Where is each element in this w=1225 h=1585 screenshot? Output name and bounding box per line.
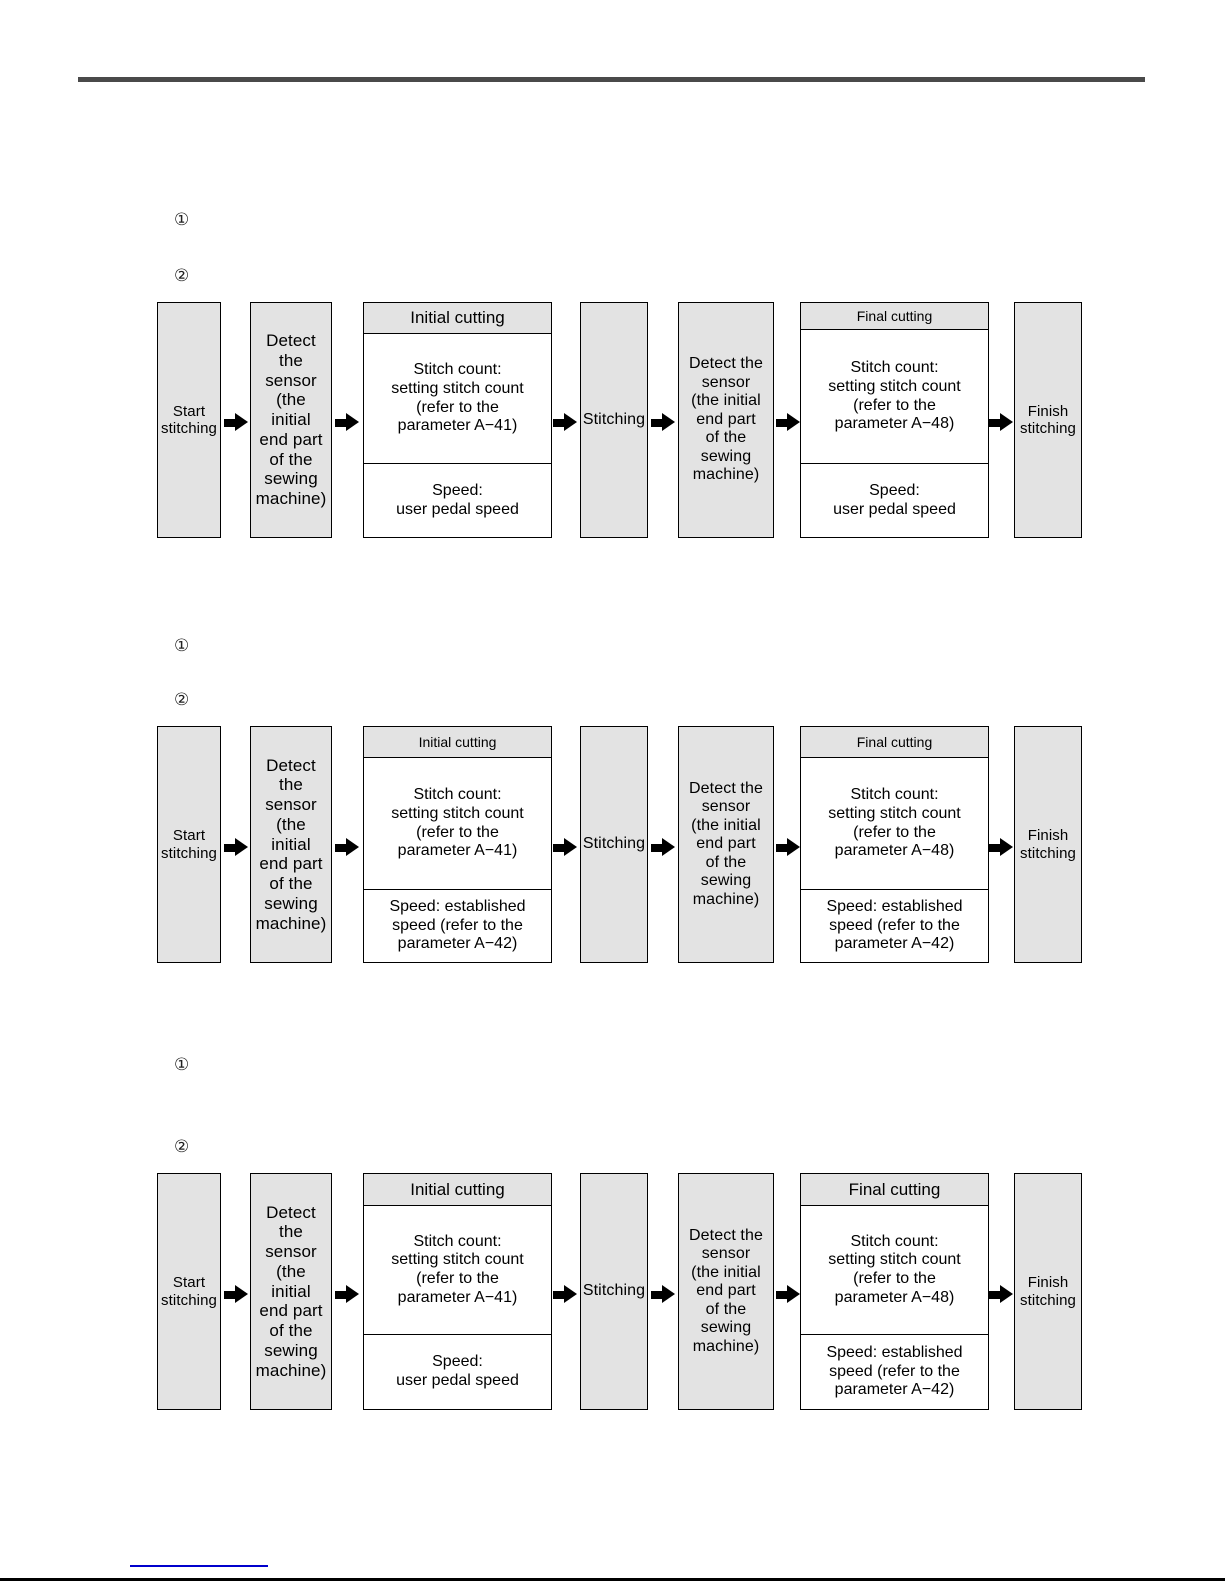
marker-two-diagram-3: ② bbox=[174, 1137, 190, 1157]
node-start-stitching-1: Start stitching bbox=[157, 302, 221, 538]
arrow-right-icon bbox=[553, 1285, 577, 1304]
node-detect-sensor-left-2: Detect the sensor (the initial end part … bbox=[250, 726, 332, 963]
node-stitching-2: Stitching bbox=[580, 726, 648, 963]
final-cutting-title-3: Final cutting bbox=[801, 1174, 988, 1206]
marker-two-diagram-2: ② bbox=[174, 690, 190, 710]
marker-two-diagram-1: ② bbox=[174, 266, 190, 286]
initial-cutting-stitch-count-3: Stitch count: setting stitch count (refe… bbox=[391, 1232, 524, 1306]
marker-one-diagram-2: ① bbox=[174, 636, 190, 656]
arrow-right-icon bbox=[776, 1285, 800, 1304]
node-initial-cutting-1: Initial cutting Stitch count: setting st… bbox=[363, 302, 552, 538]
arrow-right-icon bbox=[335, 838, 359, 857]
final-cutting-stitch-count-3: Stitch count: setting stitch count (refe… bbox=[828, 1232, 961, 1306]
final-cutting-stitch-count-1: Stitch count: setting stitch count (refe… bbox=[828, 359, 961, 433]
arrow-right-icon bbox=[224, 413, 248, 432]
final-cutting-title-1: Final cutting bbox=[801, 303, 988, 330]
initial-cutting-speed-3: Speed: user pedal speed bbox=[364, 1334, 551, 1409]
node-initial-cutting-2: Initial cutting Stitch count: setting st… bbox=[363, 726, 552, 963]
arrow-right-icon bbox=[651, 1285, 675, 1304]
arrow-right-icon bbox=[651, 838, 675, 857]
node-stitching-3: Stitching bbox=[580, 1173, 648, 1410]
node-finish-stitching-1: Finish stitching bbox=[1014, 302, 1082, 538]
final-cutting-speed-2: Speed: established speed (refer to the p… bbox=[801, 889, 988, 962]
node-final-cutting-1: Final cutting Stitch count: setting stit… bbox=[800, 302, 989, 538]
node-initial-cutting-3: Initial cutting Stitch count: setting st… bbox=[363, 1173, 552, 1410]
arrow-right-icon bbox=[224, 838, 248, 857]
arrow-right-icon bbox=[335, 1285, 359, 1304]
initial-cutting-stitch-count-2: Stitch count: setting stitch count (refe… bbox=[391, 786, 524, 860]
node-detect-sensor-right-1: Detect the sensor (the initial end part … bbox=[678, 302, 774, 538]
initial-cutting-stitch-count-1: Stitch count: setting stitch count (refe… bbox=[391, 361, 524, 435]
node-finish-stitching-2: Finish stitching bbox=[1014, 726, 1082, 963]
node-final-cutting-2: Final cutting Stitch count: setting stit… bbox=[800, 726, 989, 963]
final-cutting-speed-3: Speed: established speed (refer to the p… bbox=[801, 1334, 988, 1409]
node-stitching-1: Stitching bbox=[580, 302, 648, 538]
initial-cutting-speed-1: Speed: user pedal speed bbox=[364, 463, 551, 537]
node-finish-stitching-3: Finish stitching bbox=[1014, 1173, 1082, 1410]
marker-one-diagram-3: ① bbox=[174, 1055, 190, 1075]
arrow-right-icon bbox=[989, 413, 1013, 432]
arrow-right-icon bbox=[335, 413, 359, 432]
arrow-right-icon bbox=[553, 413, 577, 432]
page-footer-rule bbox=[0, 1578, 1225, 1581]
arrow-right-icon bbox=[989, 1285, 1013, 1304]
final-cutting-title-2: Final cutting bbox=[801, 727, 988, 758]
node-detect-sensor-right-2: Detect the sensor (the initial end part … bbox=[678, 726, 774, 963]
initial-cutting-title-2: Initial cutting bbox=[364, 727, 551, 758]
node-start-stitching-2: Start stitching bbox=[157, 726, 221, 963]
initial-cutting-title-1: Initial cutting bbox=[364, 303, 551, 334]
node-start-stitching-3: Start stitching bbox=[157, 1173, 221, 1410]
node-detect-sensor-left-1: Detect the sensor (the initial end part … bbox=[250, 302, 332, 538]
arrow-right-icon bbox=[776, 838, 800, 857]
node-detect-sensor-right-3: Detect the sensor (the initial end part … bbox=[678, 1173, 774, 1410]
final-cutting-stitch-count-2: Stitch count: setting stitch count (refe… bbox=[828, 786, 961, 860]
arrow-right-icon bbox=[989, 838, 1013, 857]
arrow-right-icon bbox=[776, 413, 800, 432]
arrow-right-icon bbox=[651, 413, 675, 432]
marker-one-diagram-1: ① bbox=[174, 210, 190, 230]
arrow-right-icon bbox=[553, 838, 577, 857]
initial-cutting-speed-2: Speed: established speed (refer to the p… bbox=[364, 889, 551, 962]
node-detect-sensor-left-3: Detect the sensor (the initial end part … bbox=[250, 1173, 332, 1410]
node-final-cutting-3: Final cutting Stitch count: setting stit… bbox=[800, 1173, 989, 1410]
footer-hyperlink[interactable] bbox=[130, 1551, 268, 1567]
page-header-rule bbox=[78, 77, 1145, 82]
final-cutting-speed-1: Speed: user pedal speed bbox=[801, 463, 988, 537]
initial-cutting-title-3: Initial cutting bbox=[364, 1174, 551, 1206]
arrow-right-icon bbox=[224, 1285, 248, 1304]
